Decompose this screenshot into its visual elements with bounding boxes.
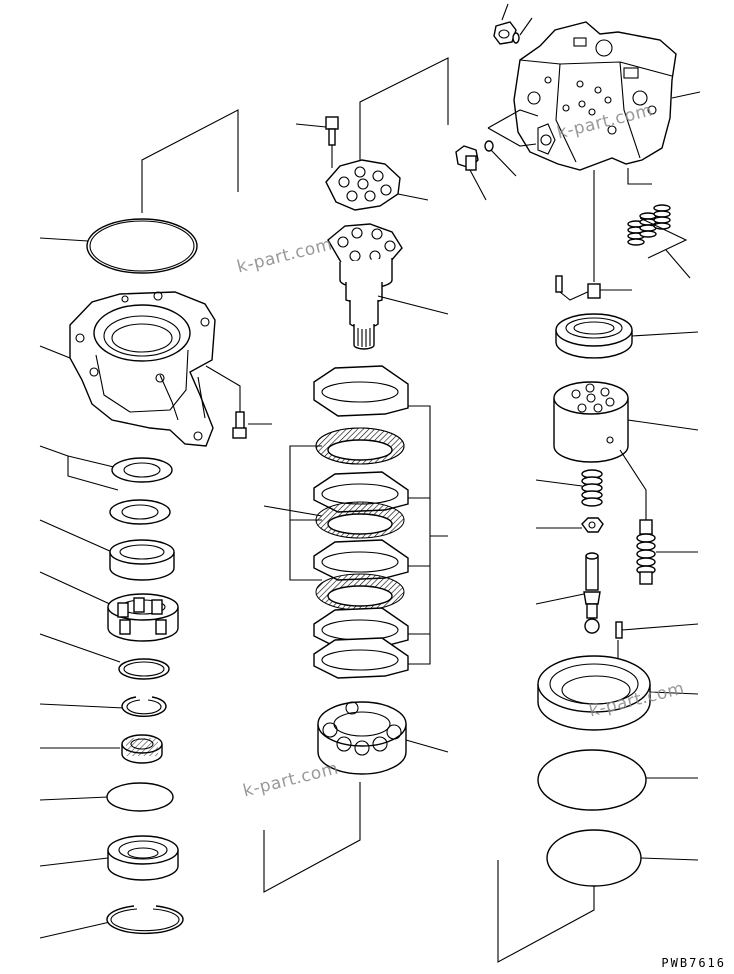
pin-small bbox=[615, 621, 623, 639]
o-ring-plug bbox=[484, 140, 494, 152]
o-ring-small bbox=[106, 782, 174, 812]
end-cover bbox=[537, 655, 651, 731]
piston bbox=[583, 552, 601, 634]
spring-small bbox=[581, 469, 603, 507]
check-valve-springs bbox=[627, 204, 671, 246]
cylinder-plate bbox=[325, 159, 401, 211]
separator-plate bbox=[313, 365, 409, 417]
roller-bearing-small bbox=[107, 593, 179, 642]
drawing-code: PWB7616 bbox=[661, 956, 726, 970]
main-roller-bearing bbox=[317, 701, 407, 775]
drive-shaft-assembly bbox=[327, 223, 403, 350]
shim-washer-2 bbox=[109, 499, 171, 525]
left-column-parts bbox=[39, 109, 272, 939]
right-column-parts bbox=[455, 3, 701, 963]
oil-seal bbox=[107, 835, 179, 881]
housing-bolt bbox=[235, 411, 245, 431]
pin bbox=[555, 275, 563, 293]
piston-spring-assembly bbox=[636, 519, 656, 585]
o-ring-large bbox=[86, 218, 198, 274]
hex-nut bbox=[581, 517, 604, 533]
brake-plate-stack bbox=[313, 365, 409, 679]
o-ring-cover-1 bbox=[537, 749, 647, 811]
cylinder-block bbox=[553, 381, 629, 463]
plug bbox=[455, 145, 479, 171]
plug-cap bbox=[493, 21, 517, 45]
shim-washer-1 bbox=[111, 457, 173, 483]
spacer-collar bbox=[109, 539, 175, 581]
check-ball-seat bbox=[587, 283, 601, 299]
middle-column-parts bbox=[263, 57, 449, 893]
o-ring-cover-2 bbox=[546, 829, 642, 887]
valve-plate bbox=[555, 313, 633, 359]
valve-block bbox=[513, 21, 677, 171]
socket-bolt bbox=[325, 116, 339, 146]
leader-line bbox=[39, 237, 89, 242]
motor-housing bbox=[69, 291, 216, 447]
ball-bearing-small bbox=[121, 734, 163, 764]
snap-ring-2 bbox=[106, 905, 184, 935]
